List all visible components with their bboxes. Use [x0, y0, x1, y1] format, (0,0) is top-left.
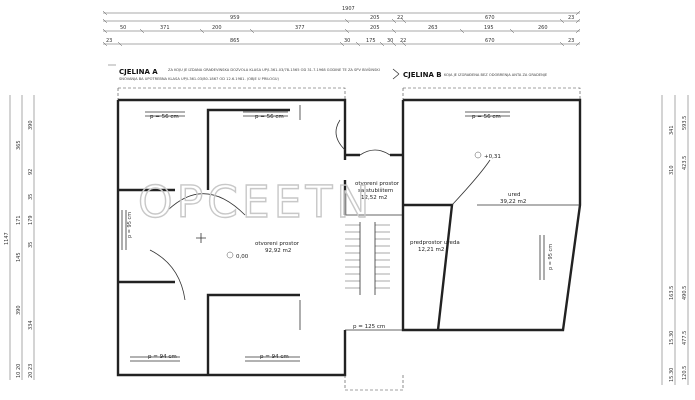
windows: [121, 111, 545, 362]
door-label-bottom: p = 125 cm: [353, 324, 385, 330]
window-label-a1: p = 56 cm: [150, 114, 179, 120]
cjelina-a-note-2: SNOVANJA BA UPOTREBNA KLASA UP/I-361-03/…: [119, 77, 280, 81]
dim-row1-4: 670: [485, 15, 495, 21]
left-dimension-chains: 1147 365 171 145 390 10 20 390 92 35 179…: [4, 95, 35, 380]
window-label-a2: p = 56 cm: [255, 114, 284, 120]
window-label-a4: p = 94 cm: [260, 354, 289, 360]
dim-row2-4: 377: [295, 25, 305, 31]
top-dimension-chains: 1907 959 205 22 670 23 50 371 200 377 20…: [102, 6, 581, 47]
stair-area: [344, 149, 404, 391]
dim-row3-5: 30: [387, 38, 393, 44]
stair-area: 12,52 m2: [361, 195, 387, 201]
door-arcs: [149, 105, 491, 330]
dim-row1-1: 959: [230, 15, 240, 21]
watermark: OPCEETN: [138, 177, 373, 228]
window-label-side-left: p = 95 cm: [127, 212, 133, 238]
cjelina-b-title: CJELINA B: [403, 71, 442, 79]
cjelina-a-title: CJELINA A: [119, 68, 158, 76]
dim-left2-7: 20 23: [28, 364, 34, 378]
dim-left-1: 365: [16, 140, 22, 150]
window-label-a3: p = 94 cm: [148, 354, 177, 360]
dim-row3-8: 23: [568, 38, 574, 44]
dim-right-2: 423.5: [682, 156, 688, 170]
dim-row3-1: 23: [106, 38, 112, 44]
window-label-b1: p = 56 cm: [472, 114, 501, 120]
dim-left2-1: 390: [28, 120, 34, 130]
room-label-stair: otvoreni prostor sa stubištem 12,52 m2: [355, 181, 400, 201]
dim-right2-2: 310: [669, 165, 675, 175]
open-label: otvoreni prostor: [255, 241, 300, 247]
pre-area: 12,21 m2: [418, 247, 444, 253]
dim-left2-4: 179: [28, 215, 34, 225]
dim-row2-1: 50: [120, 25, 126, 31]
dim-row1-2: 205: [370, 15, 380, 21]
dim-row3-7: 670: [485, 38, 495, 44]
dim-left2-2: 92: [28, 169, 34, 175]
room-label-open: otvoreni prostor 92,92 m2: [255, 241, 300, 254]
dim-row3-6: 22: [400, 38, 406, 44]
stair-treads: [345, 222, 390, 295]
dim-row2-2: 371: [160, 25, 170, 31]
dim-left-5: 10 20: [16, 364, 22, 378]
level-marker-office: +0,31: [474, 151, 501, 160]
open-area: 92,92 m2: [265, 248, 291, 254]
dim-row3-4: 175: [366, 38, 376, 44]
dim-left2-5: 35: [28, 242, 34, 248]
dim-row3-3: 30: [344, 38, 350, 44]
office-label: ured: [508, 192, 521, 198]
dim-left2-6: 334: [28, 320, 34, 330]
dim-right-5: 120.5: [682, 366, 688, 380]
dim-left-total: 1147: [4, 232, 10, 245]
room-label-office: ured 39,22 m2: [500, 192, 526, 205]
dim-right2-5: 15.30: [669, 368, 675, 382]
window-label-side-right: p = 95 cm: [548, 244, 554, 270]
dim-right2-4: 15.30: [669, 331, 675, 345]
stair-label-1: otvoreni prostor: [355, 181, 400, 187]
centre-mark: [196, 233, 206, 243]
dim-right2-3: 163.5: [669, 286, 675, 300]
dim-left2-3: 35: [28, 194, 34, 200]
cjelina-a-header: CJELINA A ZA KOJU JE IZDANA GRAĐEVINSKA …: [108, 64, 380, 81]
cjelina-a-note-1: ZA KOJU JE IZDANA GRAĐEVINSKA DOZVOLA KL…: [168, 67, 380, 72]
room-label-pre: predprostor ureda 12,21 m2: [410, 240, 460, 253]
dim-row2-8: 260: [538, 25, 548, 31]
office-area: 39,22 m2: [500, 199, 526, 205]
dim-right2-1: 341: [669, 125, 675, 135]
dim-left-4: 390: [16, 305, 22, 315]
stair-label-2: sa stubištem: [358, 187, 393, 194]
level-marker-main: 0,00: [226, 251, 249, 260]
level-main-text: 0,00: [236, 254, 249, 260]
dim-row2-3: 200: [212, 25, 222, 31]
dim-left-3: 145: [16, 252, 22, 262]
cjelina-b-note: KOJA JE IZGRAĐENA BEZ ODOBRENJA ANTA ZA …: [444, 73, 548, 77]
dim-right-4: 477.5: [682, 331, 688, 345]
cjelina-a-walls: [116, 87, 347, 377]
cjelina-b-header: CJELINA B KOJA JE IZGRAĐENA BEZ ODOBRENJ…: [392, 68, 548, 80]
dim-row1-3: 22: [397, 15, 403, 21]
dim-left-2: 171: [16, 215, 22, 225]
dim-row3-2: 865: [230, 38, 240, 44]
pre-label: predprostor ureda: [410, 240, 460, 246]
dim-right-3: 490.5: [682, 286, 688, 300]
level-office-text: +0,31: [484, 154, 501, 160]
dim-row2-7: 195: [484, 25, 494, 31]
dim-total: 1907: [342, 6, 355, 12]
dim-row2-6: 263: [428, 25, 438, 31]
dim-row2-5: 205: [370, 25, 380, 31]
cjelina-b-walls: [401, 87, 582, 332]
right-dimension-chains: 593.5 423.5 490.5 477.5 120.5 341 310 16…: [661, 95, 689, 385]
dim-right-1: 593.5: [682, 116, 688, 130]
dim-row1-5: 23: [568, 15, 574, 21]
